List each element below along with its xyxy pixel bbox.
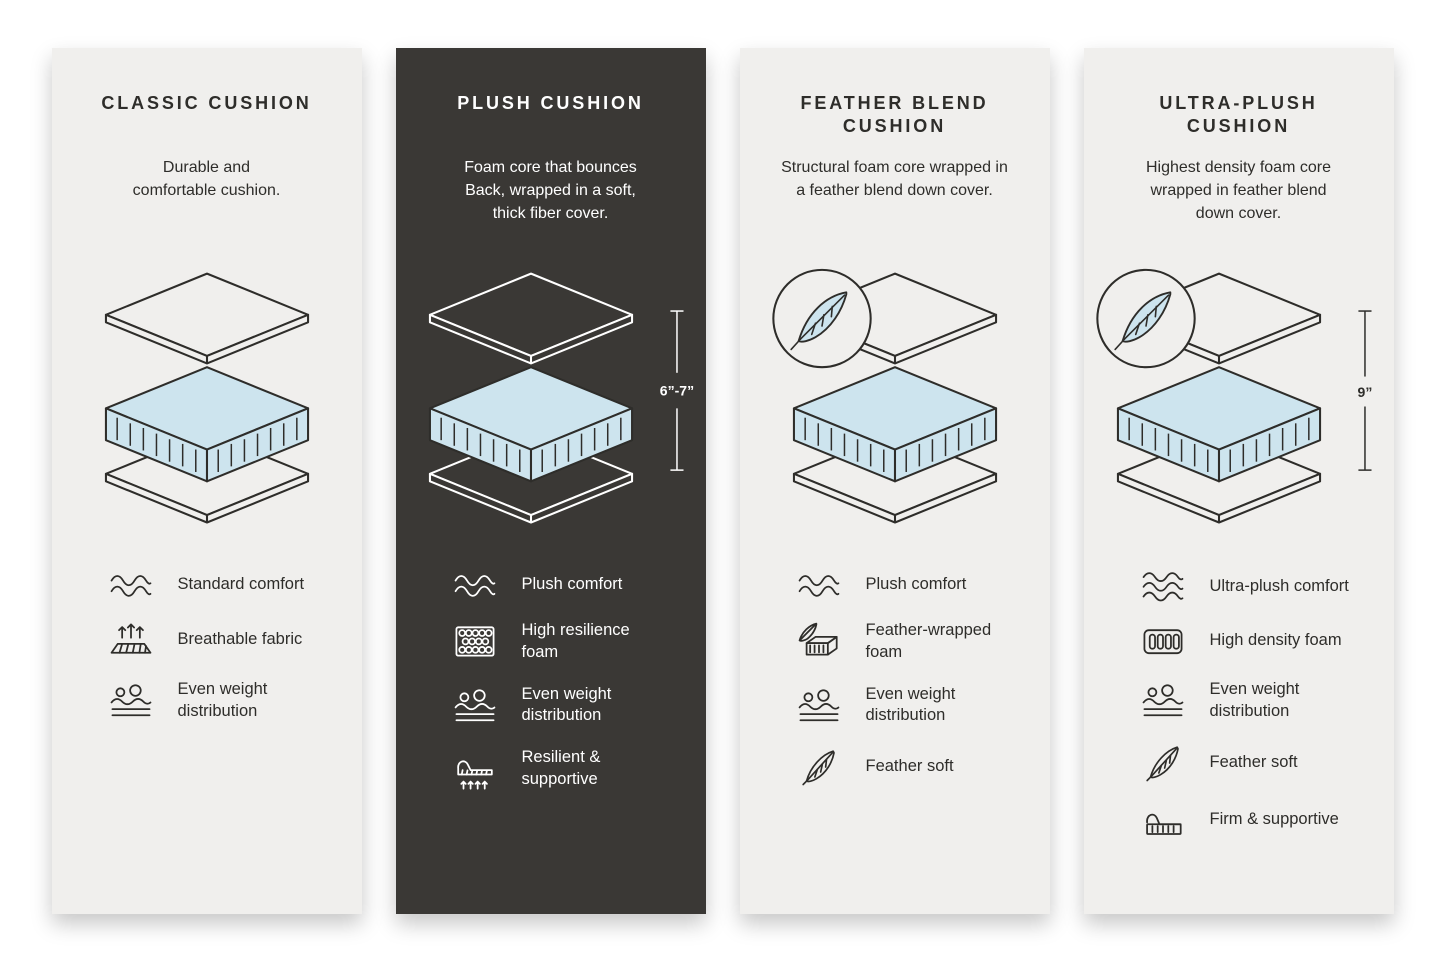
feature-item: Even weight distribution [450,684,682,728]
waves-icon [1138,570,1188,604]
panel-feather-blend-cushion: FEATHER BLEND CUSHION Structural foam co… [739,48,1050,914]
cushion-layers-illustration [771,268,997,524]
feature-label: High density foam [1209,631,1342,650]
feature-list: Ultra-plush comfort High density foam Ev… [1108,570,1370,838]
cushion-layers-illustration: 9” [1096,268,1372,524]
foam-core-layer [428,366,633,483]
cushion-diagram: 6”-7” [420,266,694,532]
feature-item: Standard comfort [106,570,338,600]
feature-label: Even weight distribution [865,684,956,725]
feature-item: Even weight distribution [794,684,1026,728]
feature-label: Plush comfort [865,575,967,594]
height-measurement: 6”-7” [660,310,694,471]
cushion-diagram [76,266,338,532]
feature-label: Firm & supportive [1209,810,1339,829]
feature-item: High resilience foam [450,620,682,664]
feature-item: Even weight distribution [106,679,338,723]
feature-label: Breathable fabric [177,629,303,648]
cushion-diagram: 9” [1096,266,1372,532]
waves-icon [794,570,844,600]
feature-item: Feather-wrapped foam [794,620,1026,664]
panel-description: Highest density foam core wrapped in fea… [1146,159,1331,223]
cushion-layers-illustration [104,272,309,524]
feature-item: Plush comfort [450,570,682,600]
top-cover-layer [104,272,309,365]
panel-ultra-plush-cushion: ULTRA-PLUSH CUSHION Highest density foam… [1083,48,1394,914]
feather-icon [794,747,844,787]
feature-list: Plush comfort Feather-wrapped foam Even … [764,570,1026,787]
panel-title: PLUSH CUSHION [457,93,644,113]
foam-core-layer [104,366,309,483]
feather-icon [1138,743,1188,783]
feature-label: Even weight distribution [521,684,612,725]
cushion-layers-illustration: 6”-7” [428,272,694,524]
panel-title: FEATHER BLEND CUSHION [800,93,989,137]
panel-description: Structural foam core wrapped in a feathe… [781,159,1008,200]
feature-item: Firm & supportive [1138,803,1370,838]
weight-distribution-icon [1138,683,1188,718]
measurement-label: 6”-7” [660,382,694,398]
panel-classic-cushion: CLASSIC CUSHION Durable and comfortable … [51,48,362,914]
feather-badge-icon [1096,268,1196,369]
supportive-cushion-icon [450,748,500,790]
waves-icon [450,570,500,600]
feature-list: Standard comfort Breathable fabric Even … [76,570,338,723]
feature-label: Even weight distribution [1209,679,1300,720]
panel-title: ULTRA-PLUSH CUSHION [1159,93,1318,137]
feature-item: Resilient & supportive [450,747,682,791]
foam-core-layer [1116,366,1321,483]
top-cover-layer [428,272,633,365]
weight-distribution-icon [450,688,500,723]
foam-core-layer [792,366,997,483]
panel-plush-cushion: PLUSH CUSHION Foam core that bounces Bac… [395,48,706,914]
breathable-fabric-icon [106,620,156,659]
feature-label: Resilient & supportive [521,748,601,788]
feature-label: High resilience foam [521,621,630,661]
feather-foam-icon [794,621,844,662]
firm-supportive-icon [1138,803,1188,838]
height-measurement: 9” [1357,310,1372,471]
feature-item: Plush comfort [794,570,1026,600]
panel-title: CLASSIC CUSHION [101,93,312,113]
panel-description: Foam core that bounces Back, wrapped in … [464,159,637,223]
cushion-diagram [764,266,1026,532]
feature-label: Even weight distribution [177,679,268,720]
weight-distribution-icon [106,683,156,718]
feature-item: High density foam [1138,624,1370,659]
feature-label: Plush comfort [521,575,623,594]
feature-item: Feather soft [794,747,1026,787]
feather-badge-icon [771,268,872,369]
feature-item: Breathable fabric [106,620,338,659]
feature-label: Standard comfort [177,575,305,594]
weight-distribution-icon [794,688,844,723]
density-foam-icon [1138,624,1188,659]
feature-label: Feather-wrapped foam [865,621,992,661]
foam-cells-icon [450,622,500,661]
feature-label: Ultra-plush comfort [1209,576,1349,595]
panel-description: Durable and comfortable cushion. [132,159,281,200]
feature-item: Feather soft [1138,743,1370,783]
feature-label: Feather soft [1209,752,1298,771]
feature-item: Even weight distribution [1138,679,1370,723]
waves-icon [106,570,156,600]
feature-list: Plush comfort High resilience foam Even … [420,570,682,791]
measurement-label: 9” [1357,384,1372,400]
feature-item: Ultra-plush comfort [1138,570,1370,604]
feature-label: Feather soft [865,757,954,776]
